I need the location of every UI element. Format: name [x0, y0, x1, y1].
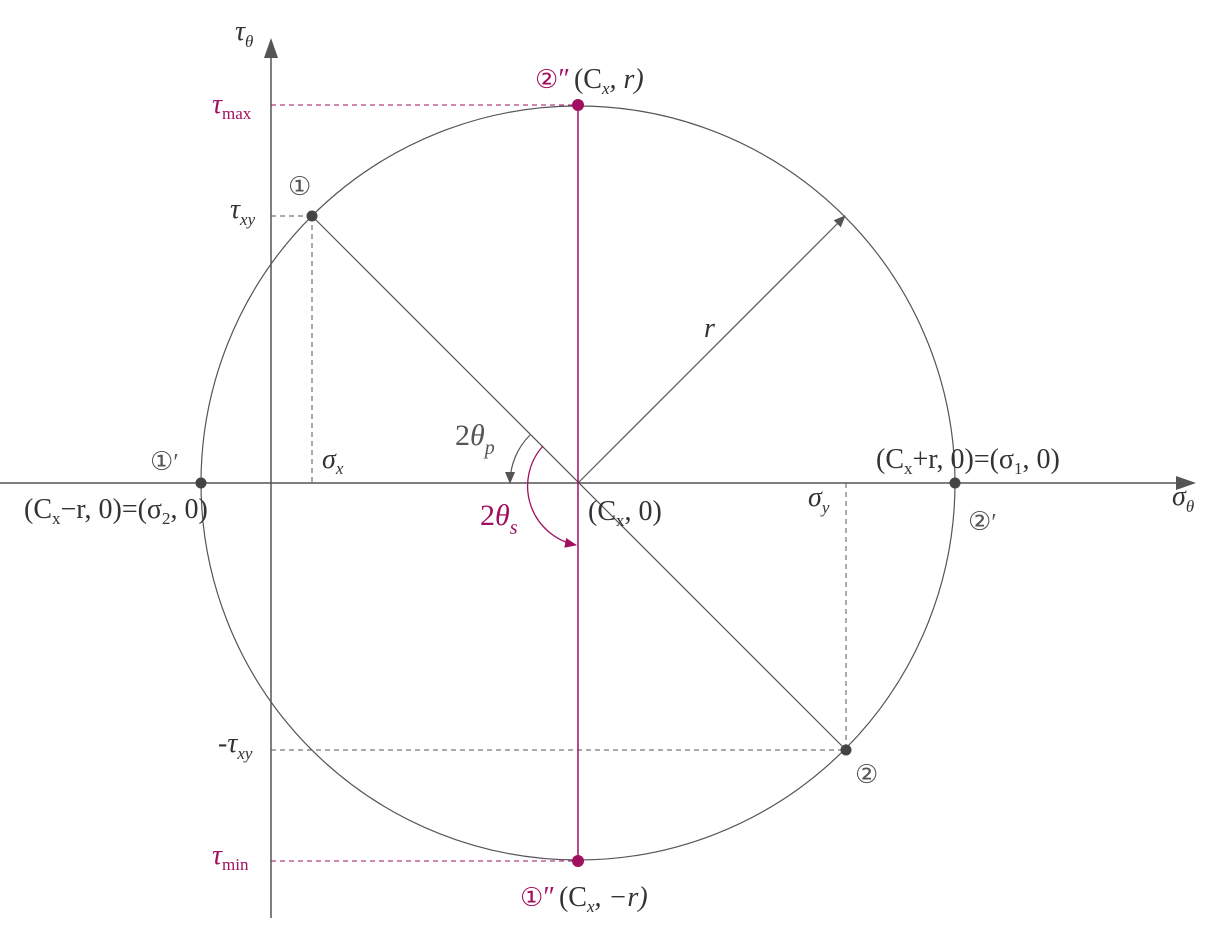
- tau-axis-label: τθ: [235, 16, 253, 51]
- point-1-marker: ①: [288, 171, 311, 201]
- tau-axis-arrowhead: [264, 38, 278, 58]
- principal-diameter: [311, 215, 847, 751]
- tau-max-label: τmax: [212, 89, 252, 123]
- tau-xy-label: τxy: [230, 194, 256, 229]
- point-2: [840, 744, 852, 756]
- neg-tau-xy-label: -τxy: [218, 728, 253, 763]
- sigma-y-label: σy: [808, 482, 830, 517]
- sigma-axis-arrowhead: [1176, 476, 1196, 490]
- angle-arc-2theta-p: [505, 434, 531, 484]
- angle-arc-2theta-s: [526, 445, 577, 548]
- point-2-double-prime-label: ②″(Cx, r): [535, 64, 644, 98]
- radius-label: r: [704, 313, 715, 344]
- center-coords: (Cx, 0): [588, 496, 662, 530]
- two-theta-s-label: 2θs: [480, 499, 518, 539]
- point-1-double-prime: [572, 855, 584, 867]
- sigma-axis-label: σθ: [1172, 481, 1194, 516]
- point-1-double-prime-label: ①″(Cx, −r): [520, 882, 648, 916]
- point-1-prime: [195, 477, 207, 489]
- radius-arrow: [577, 215, 846, 484]
- point-2-prime: [949, 477, 961, 489]
- point-2-marker: ②: [855, 759, 878, 789]
- point-1-prime-marker: ①′: [150, 446, 179, 476]
- point-2-double-prime: [572, 99, 584, 111]
- point-1: [306, 210, 318, 222]
- sigma-x-label: σx: [322, 444, 344, 478]
- point-2-prime-marker: ②′: [968, 506, 997, 536]
- two-theta-p-label: 2θp: [455, 419, 495, 459]
- point-1-prime-coords: (Cx−r, 0)=(σ2, 0): [24, 494, 208, 528]
- point-2-prime-coords: (Cx+r, 0)=(σ1, 0): [876, 444, 1060, 478]
- tau-min-label: τmin: [212, 840, 249, 874]
